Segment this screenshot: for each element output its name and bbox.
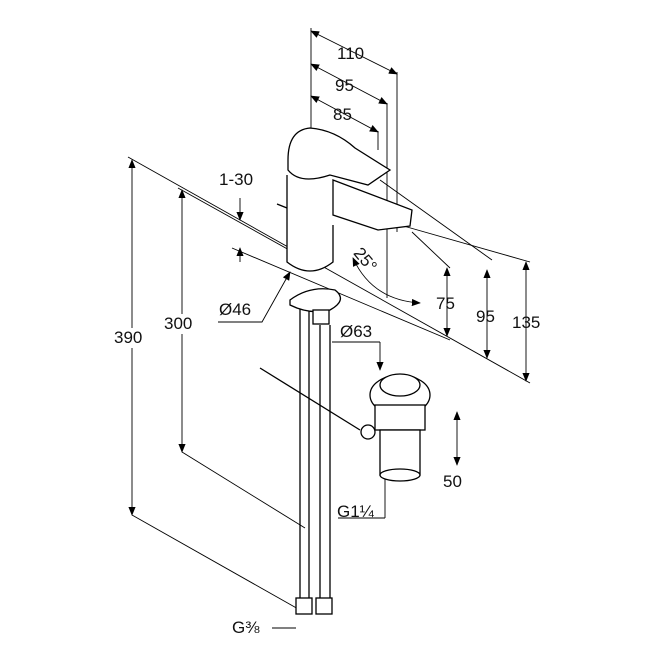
hose-thread-label: G⅜ <box>232 618 260 637</box>
dimension-body-diameter: Ø46 <box>219 300 252 319</box>
faucet <box>276 127 413 325</box>
dimension-85: 85 <box>333 105 352 124</box>
dimension-waste-diameter: Ø63 <box>340 322 373 341</box>
dimension-75: 75 <box>436 294 455 313</box>
dimension-95-width: 95 <box>335 76 354 95</box>
dimension-390: 390 <box>114 328 143 348</box>
dimension-300: 300 <box>164 314 193 334</box>
dimension-110: 110 <box>337 44 365 63</box>
supply-hoses <box>259 300 361 615</box>
extension-lines <box>127 156 531 611</box>
pop-up-waste <box>360 373 431 482</box>
dimension-95-height: 95 <box>476 307 495 326</box>
waste-thread-label: G1¼ <box>337 502 374 521</box>
dimension-135: 135 <box>512 313 541 332</box>
dimension-50: 50 <box>443 472 462 491</box>
dimension-deck-thickness: 1-30 <box>219 170 254 189</box>
